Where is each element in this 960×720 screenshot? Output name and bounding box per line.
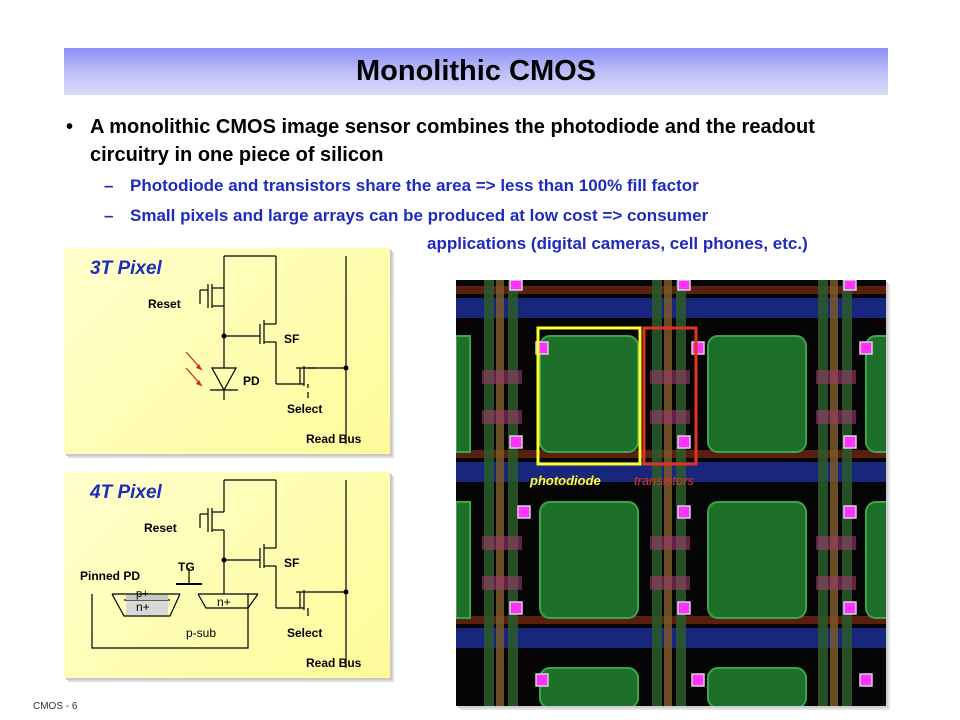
pixel-4t-schematic <box>91 479 349 668</box>
photodiode-highlight-box <box>536 326 642 466</box>
pixel-4t-p-sub-label: p-sub <box>186 626 217 640</box>
layout-photodiode-label: photodiode <box>530 473 601 488</box>
main-bullet-text: A monolithic CMOS image sensor combines … <box>90 116 815 166</box>
sub-bullet-dash: – <box>104 176 114 195</box>
pixel-3t-reset-label: Reset <box>148 297 181 311</box>
pixel-3t-pd-label: PD <box>243 374 260 388</box>
pixel-3t-diagram: 3T Pixel Reset SF PD Select Read Bus <box>64 248 390 454</box>
bullet-dot: • <box>66 116 74 138</box>
pixel-3t-schematic <box>185 255 349 444</box>
pixel-3t-title: 3T Pixel <box>90 258 162 279</box>
pixel-4t-n-plus-fd-label: n+ <box>217 595 231 609</box>
pixel-4t-sf-label: SF <box>284 556 300 570</box>
sub-bullet-text: Small pixels and large arrays can be pro… <box>130 206 709 225</box>
layout-transistors-label: transistors <box>634 473 694 488</box>
slide-title: Monolithic CMOS <box>355 55 597 87</box>
sub-bullet-dash: – <box>104 206 114 225</box>
pixel-3t-sf-label: SF <box>284 332 300 346</box>
pixel-3t-select-label: Select <box>287 402 323 416</box>
pixel-4t-read-bus-label: Read Bus <box>306 656 362 670</box>
sub-bullet-text: Photodiode and transistors share the are… <box>130 176 699 195</box>
pixel-4t-p-plus-label: p+ <box>136 588 149 600</box>
pixel-4t-n-plus-pd-label: n+ <box>136 600 150 614</box>
pixel-4t-select-label: Select <box>287 626 323 640</box>
pixel-4t-pinned-pd-label: Pinned PD <box>80 569 141 583</box>
slide-title-bar: Monolithic CMOS <box>64 48 888 95</box>
pixel-4t-tg-label: TG <box>178 560 195 574</box>
pixel-4t-reset-label: Reset <box>144 521 177 535</box>
slide-footer: CMOS - 6 <box>33 701 78 712</box>
pixel-4t-diagram: 4T Pixel Reset SF TG Pinned PD p+ n+ n+ … <box>64 472 390 678</box>
pixel-layout-image <box>456 280 886 706</box>
pixel-4t-title: 4T Pixel <box>90 482 162 503</box>
pixel-3t-read-bus-label: Read Bus <box>306 432 362 446</box>
sub-bullet-continuation: applications (digital cameras, cell phon… <box>427 234 808 253</box>
transistors-highlight-box <box>642 326 698 466</box>
